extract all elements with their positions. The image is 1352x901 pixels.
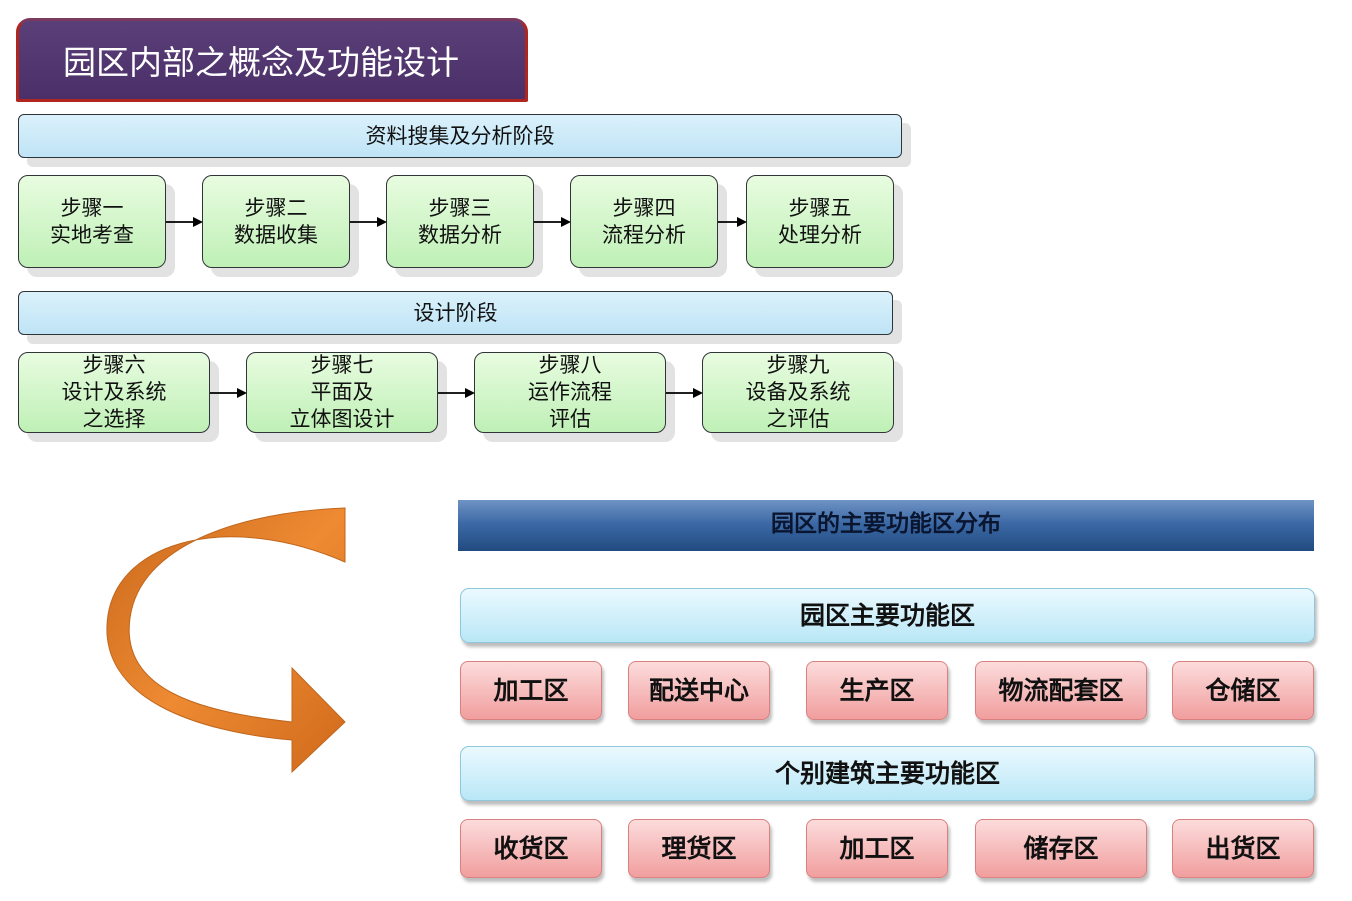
step-4-title: 步骤四 (612, 195, 676, 220)
park-zones-header: 园区主要功能区 (460, 588, 1315, 643)
building-zone-item: 储存区 (975, 819, 1147, 878)
step-3-desc: 数据分析 (418, 222, 502, 247)
step-1-box: 步骤一 实地考查 (18, 175, 166, 268)
step-2-title: 步骤二 (244, 195, 308, 220)
building-zone-item: 理货区 (628, 819, 770, 878)
building-zones-header: 个别建筑主要功能区 (460, 746, 1315, 801)
step-9-box: 步骤九 设备及系统 之评估 (702, 352, 894, 433)
park-zone-item: 物流配套区 (975, 661, 1147, 720)
step-3-title: 步骤三 (428, 195, 492, 220)
step-9-desc-1: 设备及系统 (745, 380, 851, 404)
step-7-title: 步骤七 (310, 353, 374, 377)
step-7-desc-1: 平面及 (310, 380, 374, 404)
step-2-desc: 数据收集 (234, 222, 318, 247)
step-5-title: 步骤五 (788, 195, 852, 220)
phase-bar-research: 资料搜集及分析阶段 (18, 114, 902, 158)
park-zone-item: 加工区 (460, 661, 602, 720)
step-7-desc-2: 立体图设计 (289, 407, 395, 431)
park-zone-item: 仓储区 (1172, 661, 1314, 720)
step-9-title: 步骤九 (766, 353, 830, 377)
step-6-desc-1: 设计及系统 (61, 380, 167, 404)
step-6-desc-2: 之选择 (82, 407, 146, 431)
step-8-desc-1: 运作流程 (528, 380, 612, 404)
building-zone-item: 收货区 (460, 819, 602, 878)
phase-bar-design: 设计阶段 (18, 291, 893, 335)
step-8-box: 步骤八 运作流程 评估 (474, 352, 666, 433)
step-3-box: 步骤三 数据分析 (386, 175, 534, 268)
step-9-desc-2: 之评估 (766, 407, 830, 431)
step-8-desc-2: 评估 (549, 407, 591, 431)
step-1-desc: 实地考查 (50, 222, 134, 247)
step-5-desc: 处理分析 (778, 222, 862, 247)
step-4-box: 步骤四 流程分析 (570, 175, 718, 268)
step-1-title: 步骤一 (60, 195, 124, 220)
step-7-box: 步骤七 平面及 立体图设计 (246, 352, 438, 433)
step-8-title: 步骤八 (538, 353, 602, 377)
curved-arrow-icon (106, 507, 346, 774)
page-title: 园区内部之概念及功能设计 (16, 18, 528, 102)
step-2-box: 步骤二 数据收集 (202, 175, 350, 268)
park-zone-item: 生产区 (806, 661, 948, 720)
step-6-title: 步骤六 (82, 353, 146, 377)
step-4-desc: 流程分析 (602, 222, 686, 247)
building-zone-item: 加工区 (806, 819, 948, 878)
step-6-box: 步骤六 设计及系统 之选择 (18, 352, 210, 433)
building-zone-item: 出货区 (1172, 819, 1314, 878)
park-zone-item: 配送中心 (628, 661, 770, 720)
distribution-title: 园区的主要功能区分布 (458, 500, 1314, 551)
